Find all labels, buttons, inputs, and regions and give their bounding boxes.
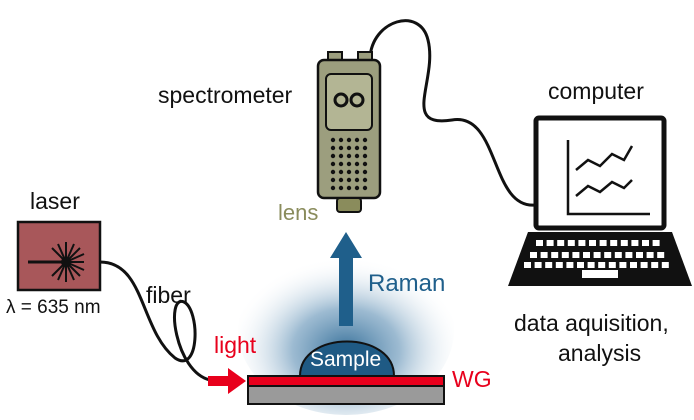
label-laser: laser <box>30 188 80 214</box>
keypad-dot <box>338 185 344 191</box>
keypad-dot <box>362 161 368 167</box>
keypad-dot <box>362 153 368 159</box>
keyboard-key <box>555 262 563 268</box>
keyboard-key <box>646 252 654 258</box>
label-light: light <box>214 332 257 358</box>
keyboard-key <box>652 240 660 246</box>
keypad-dot <box>338 137 344 143</box>
keyboard-key <box>619 262 627 268</box>
keypad-dot <box>338 177 344 183</box>
laptop-icon <box>508 115 692 286</box>
data-cable <box>368 19 537 207</box>
waveguide <box>247 375 445 387</box>
keypad-dot <box>330 169 336 175</box>
keypad-dot <box>330 137 336 143</box>
keypad-dot <box>330 153 336 159</box>
keypad-dot <box>362 177 368 183</box>
keyboard-key <box>530 252 537 258</box>
keyboard-key <box>630 262 637 268</box>
keypad-dot <box>346 153 352 159</box>
keypad-dot <box>354 137 360 143</box>
keyboard-key <box>583 252 590 258</box>
keyboard-key <box>593 252 601 258</box>
keypad-dot <box>346 137 352 143</box>
keypad-dot <box>354 161 360 167</box>
label-fiber: fiber <box>146 282 191 308</box>
keyboard-key <box>631 240 639 246</box>
keyboard-key <box>536 240 543 246</box>
label-spectrometer: spectrometer <box>158 82 293 108</box>
keyboard-key <box>604 252 612 258</box>
keypad-dot <box>354 177 360 183</box>
keyboard-key <box>636 252 643 258</box>
keypad-dot <box>346 169 352 175</box>
label-computer: computer <box>548 78 644 104</box>
keypad-dot <box>338 145 344 151</box>
keypad-dot <box>346 161 352 167</box>
keypad-dot <box>330 161 336 167</box>
label-sample: Sample <box>310 348 382 371</box>
keypad-dot <box>354 185 360 191</box>
keyboard-key <box>589 240 596 246</box>
keyboard-key <box>608 262 616 268</box>
keyboard-key <box>545 262 553 268</box>
keypad-dot <box>330 177 336 183</box>
keypad-dot <box>346 177 352 183</box>
raman-arrow <box>330 232 362 326</box>
keypad-dot <box>330 185 336 191</box>
keyboard-key <box>610 240 618 246</box>
keyboard-key <box>524 262 531 268</box>
keyboard-key <box>561 252 569 258</box>
label-analysis: analysis <box>558 340 642 366</box>
keyboard-key <box>587 262 595 268</box>
keyboard-key <box>577 262 584 268</box>
label-wg: WG <box>452 366 492 392</box>
keypad-dot <box>338 161 344 167</box>
keyboard-key <box>620 240 628 246</box>
keyboard-key <box>551 252 559 258</box>
keypad-dot <box>338 153 344 159</box>
keyboard-key <box>572 252 580 258</box>
keyboard-key <box>642 240 649 246</box>
keyboard-key <box>566 262 574 268</box>
keypad-dot <box>362 185 368 191</box>
keypad-dot <box>354 153 360 159</box>
keyboard-key <box>614 252 622 258</box>
keyboard-key <box>598 262 606 268</box>
spectrometer-icon <box>316 51 382 213</box>
raman-glow <box>238 245 454 415</box>
label-wavelength: λ = 635 nm <box>6 297 101 318</box>
laser-box-icon <box>16 220 102 292</box>
sample-dome <box>298 340 396 377</box>
keypad-dot <box>354 169 360 175</box>
keypad-dot <box>346 185 352 191</box>
keypad-dot <box>346 145 352 151</box>
label-lens: lens <box>278 200 319 225</box>
keyboard-key <box>578 240 586 246</box>
keyboard-key <box>567 240 575 246</box>
keyboard-key <box>640 262 648 268</box>
keyboard-key <box>651 262 659 268</box>
keyboard-key <box>657 252 665 258</box>
keyboard-key <box>557 240 565 246</box>
keypad-dot <box>354 145 360 151</box>
keypad-dot <box>362 169 368 175</box>
keyboard-key <box>625 252 633 258</box>
label-raman: Raman <box>368 270 446 297</box>
keypad-dot <box>338 169 344 175</box>
keyboard-key <box>540 252 548 258</box>
label-data-acquisition: data aquisition, <box>514 310 669 336</box>
keyboard-key <box>534 262 542 268</box>
keypad-dot <box>330 145 336 151</box>
substrate <box>247 385 445 405</box>
keypad-dot <box>362 137 368 143</box>
optical-fiber <box>99 260 211 382</box>
light-arrow <box>208 368 246 394</box>
keyboard-key <box>599 240 607 246</box>
keyboard-key <box>661 262 669 268</box>
keypad-dot <box>362 145 368 151</box>
keyboard-key <box>546 240 554 246</box>
